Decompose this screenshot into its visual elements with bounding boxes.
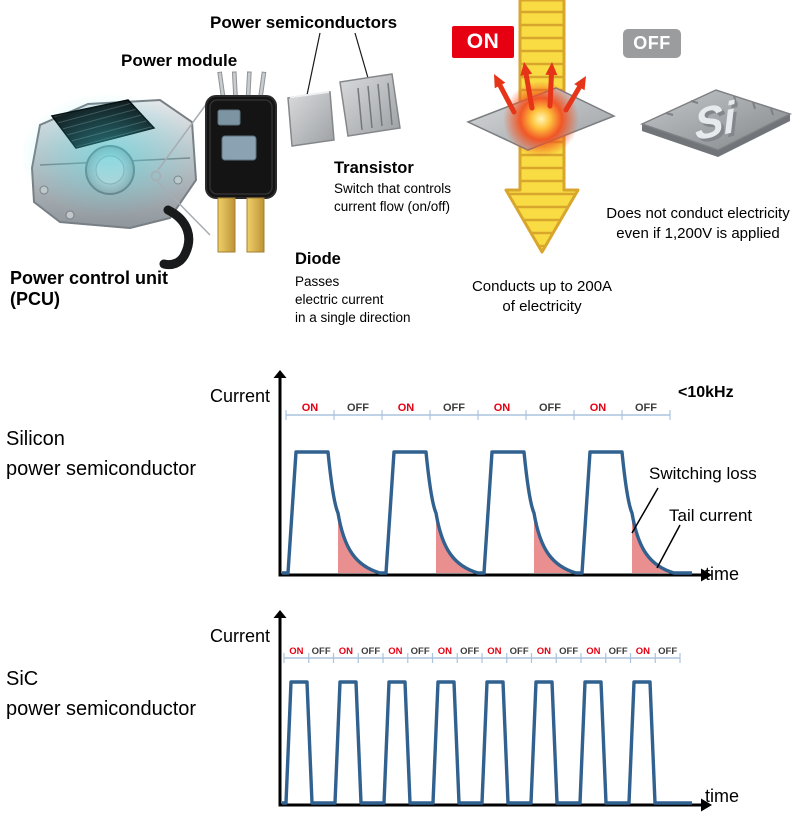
- on-off-label: OFF: [347, 402, 369, 414]
- on-badge: ON: [452, 26, 514, 58]
- on-off-label: ON: [339, 646, 353, 657]
- diode-chip: [287, 91, 335, 147]
- on-off-label: ON: [398, 402, 415, 414]
- tail-current-area: [632, 513, 674, 573]
- annotation-line: [656, 524, 681, 569]
- on-off-label: ON: [494, 402, 511, 414]
- tail-current-area: [436, 513, 478, 573]
- silicon-series-label: Silicon power semiconductor: [6, 428, 197, 480]
- on-off-label: OFF: [559, 646, 578, 657]
- si-chip-text: Si: [693, 92, 739, 150]
- tail-current-area: [338, 513, 380, 573]
- on-off-label: ON: [487, 646, 501, 657]
- on-off-label: OFF: [361, 646, 380, 657]
- on-off-label: ON: [302, 402, 319, 414]
- y-axis-arrowhead: [273, 610, 287, 618]
- on-off-label: OFF: [460, 646, 479, 657]
- callout-line: [354, 32, 369, 79]
- module-leg: [246, 197, 265, 253]
- si-chip: Si Si: [639, 89, 792, 157]
- on-off-label: ON: [636, 646, 650, 657]
- callout-line: [306, 32, 321, 96]
- switching-loss-annotation: Switching loss: [649, 464, 757, 483]
- off-caption: Does not conduct electricity even if 1,2…: [606, 205, 790, 243]
- callout-line: [157, 98, 211, 171]
- silicon-waveform-chart: ON OFF ON OFF ON OFF ON OFF: [273, 370, 712, 582]
- heat-arrows: [494, 62, 586, 115]
- cable: [159, 205, 194, 270]
- si-chip-text-shadow: Si: [696, 95, 742, 153]
- off-badge: OFF: [623, 29, 681, 58]
- module-window-small: [217, 109, 241, 126]
- transistor-title: Transistor: [334, 159, 414, 177]
- x-axis-arrowhead: [701, 798, 712, 812]
- sic-ylabel: Current: [209, 626, 270, 646]
- on-off-label: OFF: [635, 402, 657, 414]
- pcu-illustration-canvas: Si Si: [20, 0, 792, 270]
- conducting-chip: [466, 62, 616, 157]
- power-module-photo: [205, 71, 277, 253]
- on-off-label: OFF: [609, 646, 628, 657]
- sic-xlabel: time: [705, 786, 740, 806]
- pcu-label: Power control unit (PCU): [10, 268, 169, 309]
- silicon-ylabel: Current: [209, 386, 270, 406]
- on-off-label: OFF: [312, 646, 331, 657]
- on-off-label: OFF: [539, 402, 561, 414]
- on-off-label: ON: [438, 646, 452, 657]
- tail-current-annotation: Tail current: [669, 506, 753, 525]
- waveform: [282, 450, 692, 575]
- diode-title: Diode: [295, 250, 341, 268]
- y-axis-arrowhead: [273, 370, 287, 378]
- sic-series-label: SiC power semiconductor: [6, 668, 197, 720]
- pcu-photo: [20, 93, 200, 270]
- power-semiconductors-label: Power semiconductors: [210, 13, 398, 32]
- frequency-note: <10kHz: [678, 384, 734, 401]
- on-off-label: OFF: [658, 646, 677, 657]
- module-leg: [217, 197, 236, 253]
- x-axis-arrowhead: [701, 568, 712, 582]
- module-pins: [217, 71, 267, 103]
- sic-waveform-chart: ON OFF ON OFF ON OFF ON OFF ON OFF ON OFF ON OFF ON OFF: [273, 610, 712, 812]
- module-window-large: [221, 135, 257, 161]
- power-module-label: Power module: [121, 51, 238, 70]
- annotation-line: [631, 487, 659, 534]
- on-off-label: ON: [388, 646, 402, 657]
- transistor-desc: Switch that controls current flow (on/of…: [334, 181, 452, 215]
- on-off-label: ON: [590, 402, 607, 414]
- hot-spot-glow: [503, 81, 579, 157]
- transistor-chip: [339, 73, 401, 137]
- on-off-label: OFF: [510, 646, 529, 657]
- tail-current-area: [534, 513, 576, 573]
- diode-desc: Passes electric current in a single dire…: [295, 274, 411, 326]
- on-off-label: ON: [289, 646, 303, 657]
- on-caption: Conducts up to 200A of electricity: [471, 278, 613, 316]
- silicon-xlabel: time: [705, 564, 740, 584]
- callout-line: [157, 181, 211, 236]
- teal-glow: [20, 93, 200, 217]
- on-off-label: OFF: [443, 402, 465, 414]
- on-off-label: OFF: [411, 646, 430, 657]
- on-off-label: ON: [586, 646, 600, 657]
- waveform: [282, 680, 692, 805]
- on-off-label: ON: [537, 646, 551, 657]
